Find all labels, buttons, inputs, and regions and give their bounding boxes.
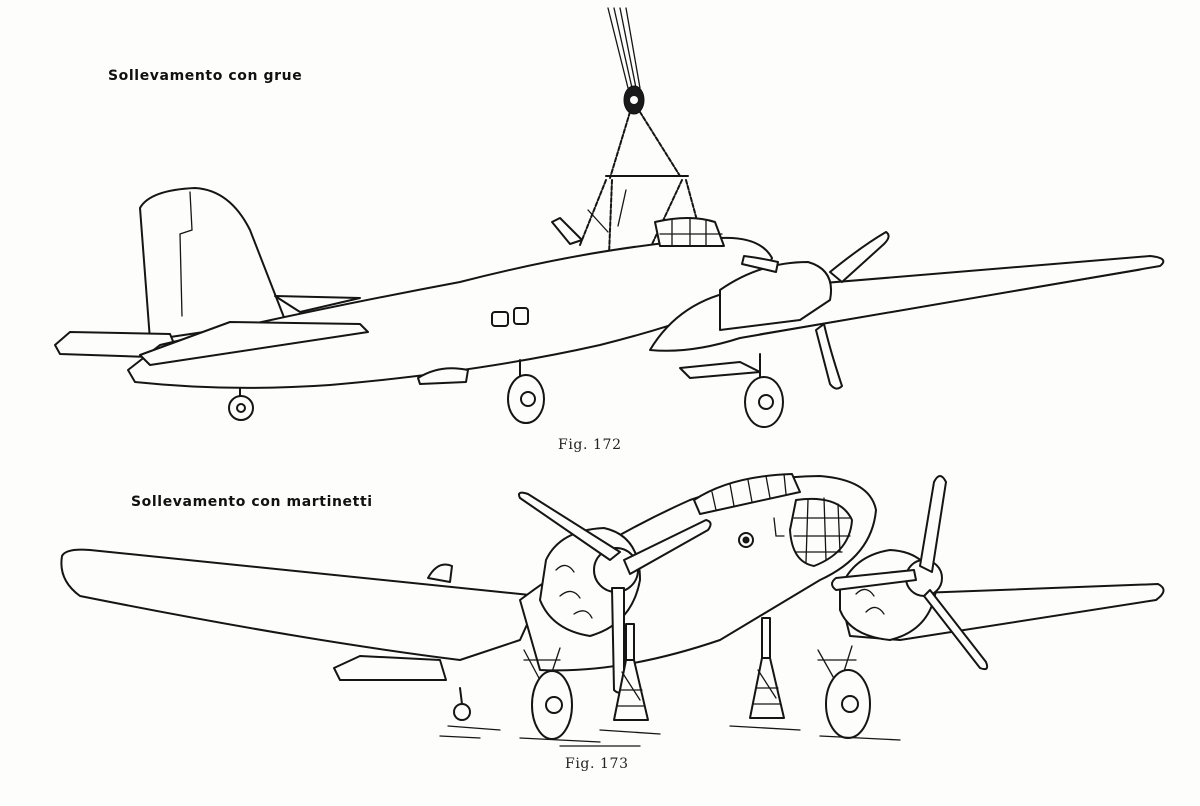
tail-fin — [139, 187, 286, 341]
propeller-blade — [829, 231, 890, 283]
left-wing — [60, 548, 541, 661]
jack-lifting-heading: Sollevamento con martinetti — [131, 494, 373, 510]
main-wing — [649, 255, 1165, 352]
left-jack — [613, 623, 649, 721]
canopy — [693, 473, 801, 515]
main-landing-gear — [507, 353, 784, 428]
tail-wheel — [228, 387, 254, 421]
left-propeller — [518, 491, 621, 561]
right-jack — [749, 617, 785, 719]
figure-172-caption: Fig. 172 — [558, 437, 622, 453]
crane-lifting-heading: Sollevamento con grue — [108, 68, 303, 84]
right-propeller — [919, 475, 947, 573]
ground-shadow — [439, 725, 901, 747]
tail-wheel — [453, 687, 471, 721]
engine-nacelle — [719, 261, 832, 331]
landing-gear — [523, 645, 871, 740]
crane-hook — [607, 7, 645, 115]
figure-173-caption: Fig. 173 — [565, 756, 629, 772]
